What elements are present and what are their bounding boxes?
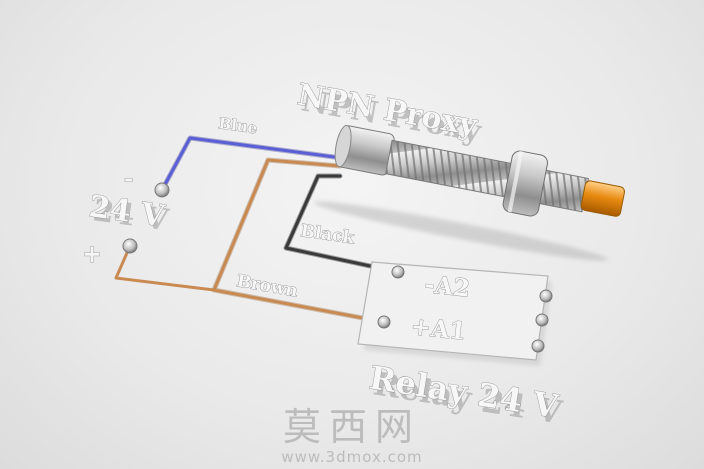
sensor-nut	[502, 150, 549, 217]
relay-terminal-a1	[377, 315, 391, 329]
sensor-thread	[385, 139, 590, 213]
watermark-url: www.3dmox.com	[281, 448, 422, 466]
plus-sign: +	[82, 239, 102, 268]
power-terminals	[122, 182, 170, 254]
black-wire-core	[284, 174, 400, 274]
proximity-sensor	[313, 124, 625, 261]
relay-terminal-right-2	[535, 313, 549, 327]
wires	[114, 135, 401, 325]
relay-terminal-right-3	[531, 339, 545, 353]
relay: -A2 +A1	[357, 261, 553, 366]
relay-a1-label: +A1	[409, 311, 467, 346]
brown-wire-plus	[114, 244, 216, 292]
relay-body	[357, 261, 549, 361]
blue-wire-label: Blue	[217, 114, 258, 137]
relay-terminal-right-1	[539, 289, 553, 303]
black-wire-label: Black	[299, 221, 356, 248]
watermark-brand: 莫西网	[283, 405, 421, 449]
brown-wire-core	[212, 158, 386, 324]
brown-wire	[211, 157, 387, 325]
sensor-tip	[580, 180, 625, 217]
plus-terminal	[122, 238, 138, 254]
minus-sign: -	[124, 166, 133, 192]
minus-terminal	[154, 182, 170, 198]
blue-wire-core	[160, 136, 344, 192]
relay-terminal-a2	[391, 265, 405, 279]
relay-a2-label: -A2	[423, 269, 471, 303]
